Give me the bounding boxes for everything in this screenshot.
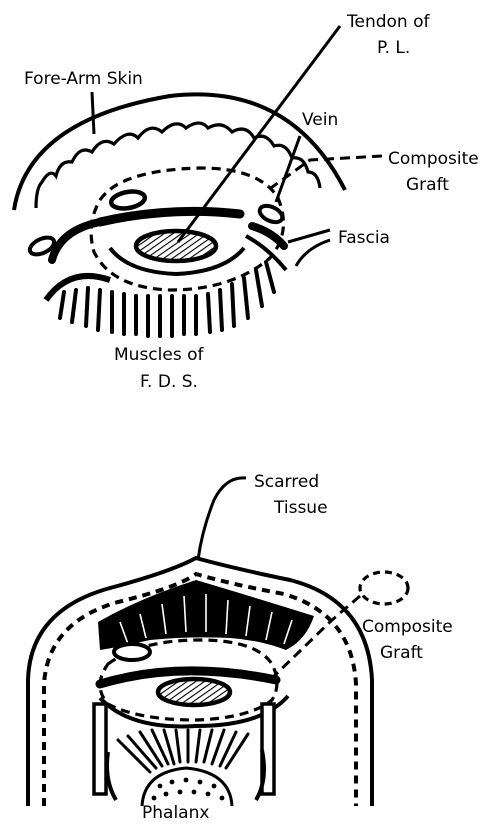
fiber-band-left [107, 752, 116, 800]
phalanx-periosteum-fibers [118, 730, 248, 772]
tendon-hatched-bottom [158, 679, 230, 705]
vein-oval-left-upper [110, 189, 146, 211]
label-composite-graft-bottom-line1: Composite [362, 617, 453, 637]
label-phalanx: Phalanx [142, 803, 209, 821]
vein-oval-bottom [114, 644, 150, 660]
label-tendon-line1: Tendon of [346, 12, 431, 32]
label-composite-graft-top-line2: Graft [406, 175, 449, 195]
label-scarred-line1: Scarred [254, 472, 319, 492]
label-muscles-line2: F. D. S. [140, 372, 198, 392]
label-muscles-line1: Muscles of [114, 345, 204, 365]
phalanx-dots [152, 778, 225, 801]
label-forearm-skin: Fore-Arm Skin [24, 69, 143, 89]
label-scarred-line2: Tissue [273, 498, 328, 518]
forearm-cross-section: Tendon of P. L. Fore-Arm Skin Vein Compo… [14, 12, 479, 392]
sheath-wall-left [94, 704, 106, 794]
label-composite-graft-top-line1: Composite [388, 149, 479, 169]
phalanx-outline [142, 768, 232, 806]
label-fascia: Fascia [338, 228, 390, 248]
leader-forearm-skin [92, 92, 94, 134]
label-composite-graft-bottom-line2: Graft [380, 643, 423, 663]
label-tendon-line2: P. L. [377, 38, 410, 58]
leader-scarred-tissue [198, 478, 246, 560]
composite-graft-sample [360, 572, 408, 604]
leader-fascia-2 [296, 240, 330, 266]
finger-cross-section: Scarred Tissue Composite Graft Phalanx [28, 472, 453, 821]
leader-fascia-1 [288, 230, 330, 242]
fascia-band-center [100, 211, 240, 222]
tendon-pl-hatched [136, 231, 216, 261]
vein-oval-right [257, 203, 285, 226]
label-vein: Vein [302, 110, 338, 130]
